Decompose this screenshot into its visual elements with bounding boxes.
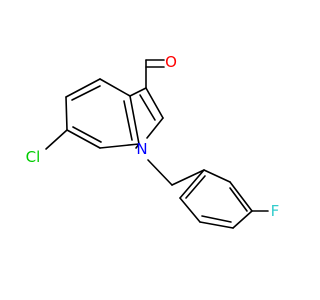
bond-c5-c4 [65,78,101,98]
bond-ar6-double [185,175,206,199]
molecule-diagram: O Cl N F [26,53,280,229]
bond-c3a-c7a [129,95,140,145]
bond-c3-c2 [145,87,164,119]
bond-c7a-c7 [99,143,140,149]
bond-c3-c2-double [139,94,156,121]
bond-ar4-double [201,215,232,223]
atom-label-oxygen: O [165,53,177,71]
bond-n1-ch2 [147,159,173,186]
bond-ch2-cipso [171,169,205,186]
bond-c6-c5 [65,96,68,131]
bond-ar4 [199,221,234,229]
bond-c4-c3a [99,78,131,97]
bond-c3a-c7a-double [123,100,133,141]
bond-n1-c7a [135,143,140,149]
atom-label-chlorine: Cl [26,148,41,166]
bond-ar1 [203,169,231,183]
bond-ar2 [229,181,253,212]
bond-ar5 [179,197,201,223]
bond-group [45,59,269,229]
atom-label-fluorine: F [271,202,280,220]
bond-ar3 [232,210,253,229]
bond-c6-cl [45,129,68,150]
bond-ar6 [179,169,205,199]
structure-canvas: O Cl N F [26,53,280,229]
atom-label-nitrogen: N [136,140,147,158]
bond-c3a-c3 [129,87,147,97]
bond-c5-c4-double [71,85,101,101]
bond-c2-n1 [146,117,164,139]
bond-c6-c6-double [72,126,102,143]
bond-c7-c6 [66,129,101,149]
bond-ar2-double [229,187,248,212]
